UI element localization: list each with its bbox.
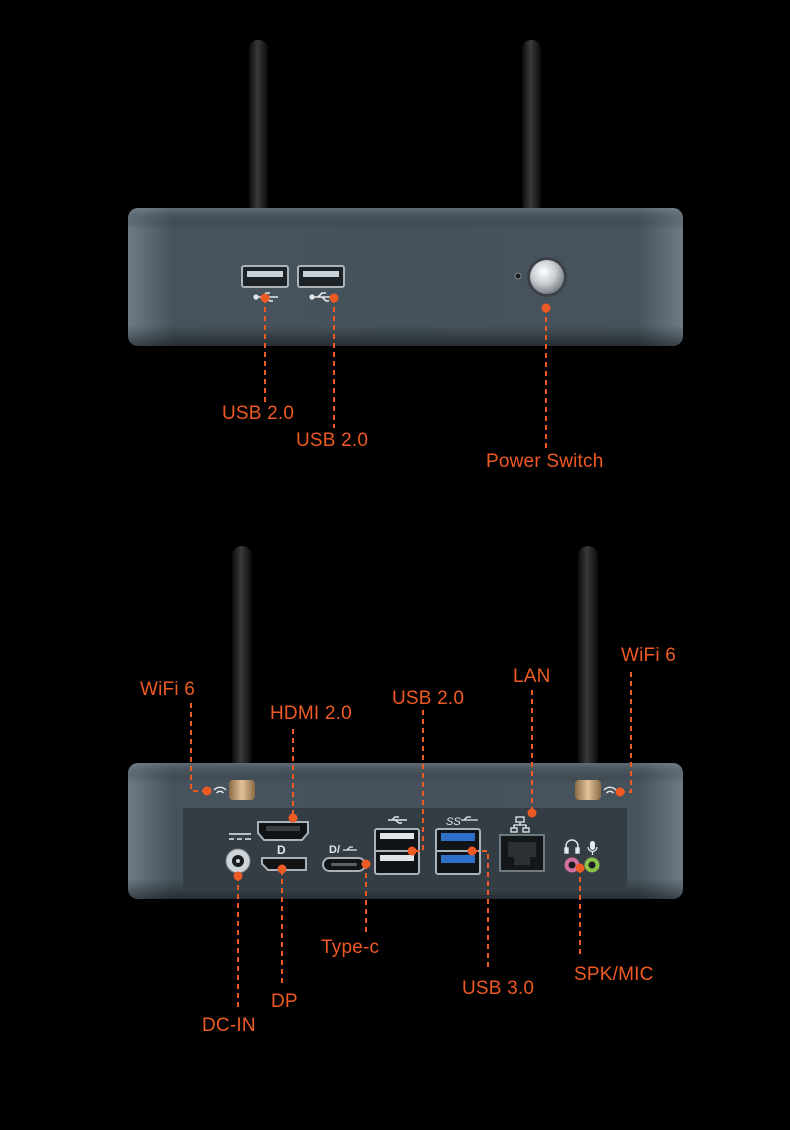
front-view: [128, 40, 683, 450]
dc-icon: [229, 833, 251, 840]
hdmi-port: [257, 821, 309, 841]
label-dp: DP: [271, 991, 298, 1012]
antenna-left: [249, 40, 268, 212]
label-front-usb-2-0-b: USB 2.0: [296, 430, 369, 451]
antenna-right: [578, 546, 598, 791]
dp-port: [261, 857, 307, 871]
usb3-ss-icon: SS: [446, 816, 478, 828]
svg-text:D: D: [277, 843, 286, 857]
label-hdmi: HDMI 2.0: [270, 703, 352, 724]
power-led: [514, 272, 522, 280]
antenna-left: [232, 546, 252, 791]
type-c-port: [322, 857, 366, 872]
label-front-usb-2-0-a: USB 2.0: [222, 403, 295, 424]
label-usb-3-0: USB 3.0: [462, 978, 535, 999]
front-usb-port-1: [241, 265, 289, 288]
label-lan: LAN: [513, 666, 551, 687]
usb2-ports: [374, 828, 420, 875]
label-wifi-right: WiFi 6: [621, 645, 677, 666]
dc-in-jack: [225, 848, 251, 874]
label-wifi-left: WiFi 6: [140, 679, 196, 700]
power-switch-button: [527, 257, 567, 297]
headphone-icon: [564, 839, 580, 854]
label-spk-mic: SPK/MIC: [574, 964, 654, 985]
lan-icon: [510, 816, 530, 833]
rear-view: D D/ SS: [128, 546, 683, 1010]
label-type-c: Type-c: [321, 937, 380, 958]
wifi-icon: [213, 786, 617, 794]
svg-text:D/: D/: [329, 844, 340, 856]
label-dc-in: DC-IN: [202, 1015, 256, 1036]
type-c-icon: D/: [329, 844, 357, 856]
label-usb-2-0-rear: USB 2.0: [392, 688, 465, 709]
microphone-icon: [587, 841, 598, 855]
dp-icon: D: [277, 843, 286, 857]
audio-jacks: [563, 856, 601, 874]
label-power-switch: Power Switch: [486, 451, 604, 472]
usb3-ports: [435, 828, 481, 875]
svg-text:SS: SS: [446, 816, 461, 828]
lan-port: [499, 834, 545, 872]
usb-icon: [388, 816, 407, 824]
front-usb-port-2: [297, 265, 345, 288]
antenna-right: [522, 40, 541, 212]
